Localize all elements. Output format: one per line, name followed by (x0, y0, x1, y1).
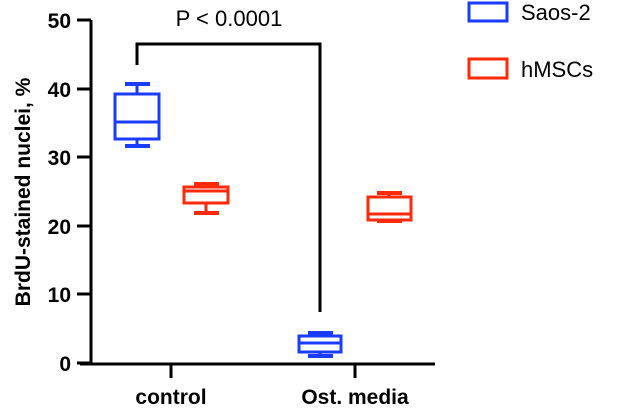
legend-swatch-hmscs (467, 57, 509, 80)
p-value-label: P < 0.0001 (176, 6, 283, 31)
x-category-control: control (135, 386, 206, 409)
x-category-ost-media: Ost. media (301, 386, 409, 409)
box-hmscs-control (182, 182, 230, 215)
y-tick-10: 10 (48, 284, 71, 307)
significance-bracket (135, 42, 322, 312)
box-hmscs-ost-media (366, 191, 413, 223)
box-saos2-ost-media (297, 331, 343, 358)
legend: Saos-2 hMSCs (467, 0, 593, 82)
y-tick-0: 0 (59, 353, 71, 376)
y-tick-50: 50 (48, 10, 71, 33)
legend-swatch-saos2 (467, 1, 509, 23)
y-tick-20: 20 (48, 216, 71, 239)
y-axis-title: BrdU-stained nuclei, % (12, 77, 35, 306)
y-tick-30: 30 (48, 147, 71, 170)
x-axis (80, 362, 435, 378)
legend-label-saos2: Saos-2 (521, 0, 591, 25)
y-axis (77, 18, 93, 365)
y-tick-labels: 0 10 20 30 40 50 (48, 10, 71, 376)
legend-label-hmscs: hMSCs (521, 57, 593, 82)
y-tick-40: 40 (48, 79, 71, 102)
box-saos2-control (113, 82, 161, 148)
